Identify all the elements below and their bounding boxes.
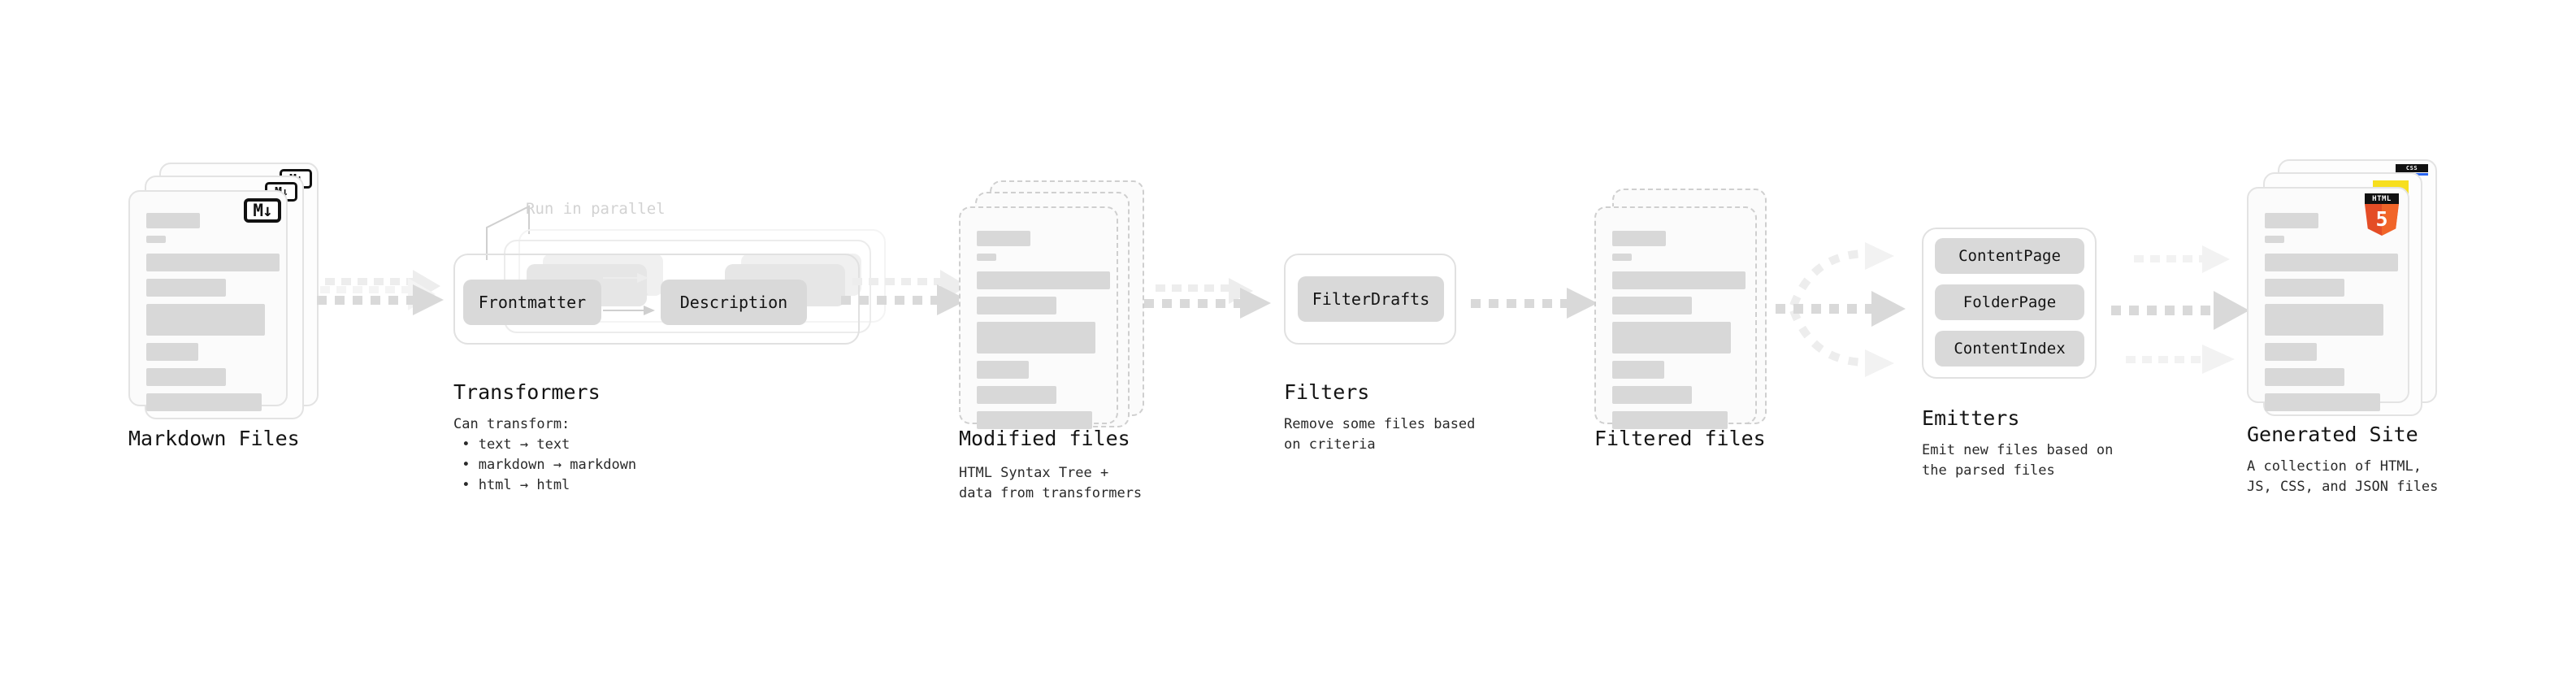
filters-box [1284,254,1456,345]
markdown-files-stack: M↓ M↓ M↓ [128,163,323,439]
site-placeholder-lines [2265,213,2398,419]
transformers-subtitle: Can transform: • text → text • markdown … [453,416,637,493]
markdown-placeholder-lines [146,213,280,419]
run-in-parallel-bracket [486,205,530,260]
emitters-pill-folderpage[interactable]: FolderPage [1935,284,2084,320]
html5-icon-digit: 5 [2375,207,2388,231]
connector-filters-to-filtered [1471,288,1598,319]
filtered-files-stack [1594,189,1789,465]
filtered-placeholder-lines [1612,231,1746,436]
filters-subtitle: Remove some files based on criteria [1284,416,1476,453]
connector-filtered-to-emitters [1776,242,1906,377]
generated-site-title: Generated Site [2247,423,2418,446]
filters-title: Filters [1284,380,1370,404]
generated-site-stack: CSS HTML 5 [2247,159,2458,452]
connector-emitters-to-site [2111,245,2249,374]
transformers-pill-description[interactable]: Description [661,280,807,325]
markdown-icon: M↓ [244,198,281,223]
html5-icon-label: HTML [2365,193,2399,204]
emitters-subtitle: Emit new files based on the parsed files [1922,442,2114,479]
modified-files-title: Modified files [959,427,1130,450]
markdown-files-title: Markdown Files [128,427,300,450]
transformers-inner-arrows [603,273,655,315]
emitters-pill-contentpage[interactable]: ContentPage [1935,238,2084,274]
filters-pill-filterdrafts[interactable]: FilterDrafts [1298,276,1444,322]
transformers-title: Transformers [453,380,601,404]
modified-placeholder-lines [977,231,1110,436]
connector-modified-to-filters [1144,278,1271,319]
modified-files-subtitle: HTML Syntax Tree + data from transformer… [959,465,1143,501]
emitters-pill-contentindex[interactable]: ContentIndex [1935,331,2084,367]
connector-transformers-to-modified [841,270,968,315]
css-icon-label: CSS [2396,164,2428,172]
filtered-files-title: Filtered files [1594,427,1766,450]
modified-files-stack [959,180,1154,457]
emitters-box [1922,228,2097,379]
transformers-pill-frontmatter[interactable]: Frontmatter [463,280,601,325]
generated-site-subtitle: A collection of HTML, JS, CSS, and JSON … [2247,458,2439,495]
connector-markdown-to-transformers [317,270,444,315]
html5-icon: HTML 5 [2363,193,2400,236]
run-in-parallel-label: Run in parallel [526,200,666,218]
emitters-title: Emitters [1922,406,2020,430]
